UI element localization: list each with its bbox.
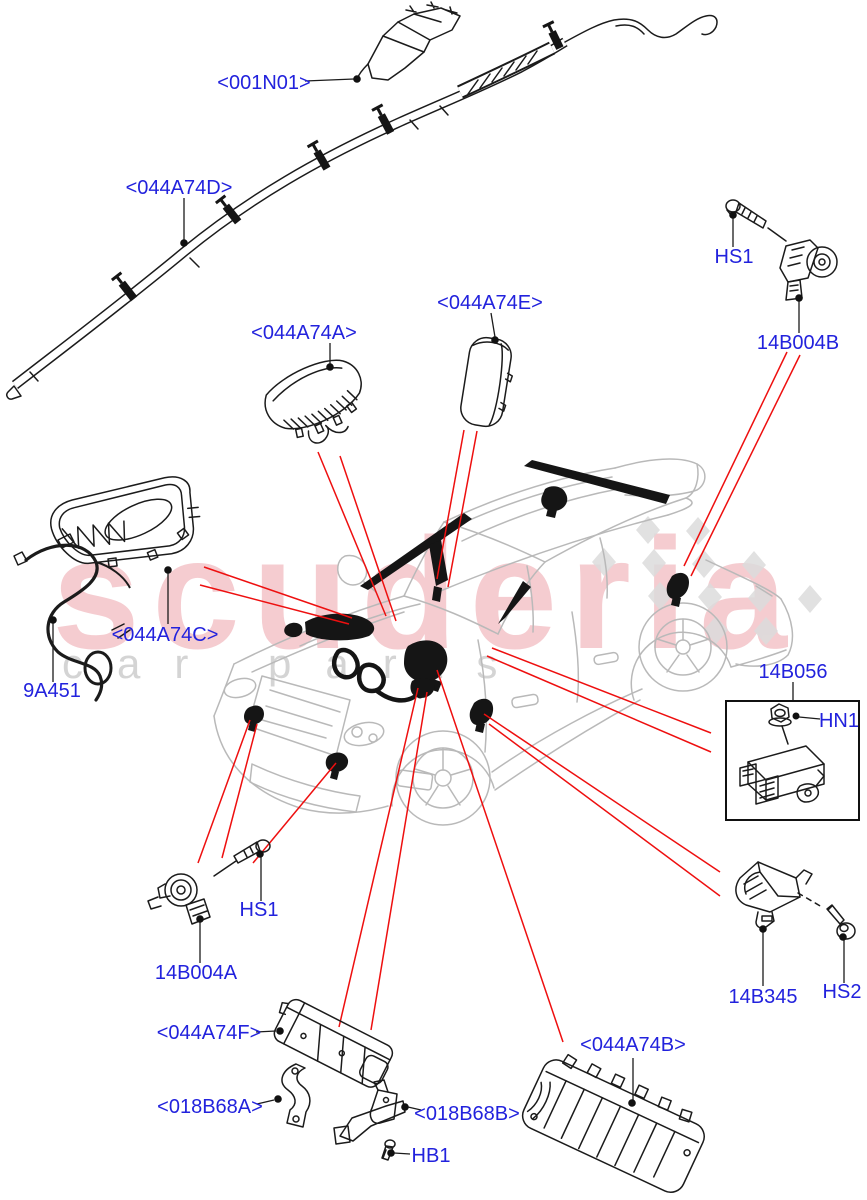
part-label-HB1[interactable]: HB1 bbox=[412, 1145, 451, 1167]
checker-diamond bbox=[648, 582, 672, 610]
clockspring-wiring bbox=[331, 647, 417, 703]
part-label-044A74C[interactable]: <044A74C> bbox=[112, 624, 219, 646]
driver-airbag-drawing bbox=[264, 359, 362, 444]
header-bracket-drawing bbox=[356, 1, 461, 81]
part-label-14B004B[interactable]: 14B004B bbox=[757, 332, 839, 354]
ecu-14b056-drawing bbox=[739, 745, 825, 805]
curtain-clamp bbox=[214, 194, 242, 225]
rear-airbag-drawing bbox=[521, 1053, 705, 1193]
screw-hs2-drawing bbox=[797, 892, 856, 940]
roof-sensor-blob bbox=[541, 486, 568, 518]
nut-hn1-drawing bbox=[768, 703, 792, 745]
part-label-044A74F[interactable]: <044A74F> bbox=[157, 1022, 262, 1044]
checker-diamond bbox=[592, 548, 616, 576]
bracket-018b68b-drawing bbox=[333, 1079, 406, 1145]
cowl-module-blob bbox=[305, 613, 375, 641]
checker-diamond bbox=[742, 551, 766, 579]
part-label-HS1-top[interactable]: HS1 bbox=[715, 246, 754, 268]
part-label-HS1-bot[interactable]: HS1 bbox=[240, 899, 279, 921]
curtain-clamp bbox=[306, 139, 331, 171]
rear-wheel bbox=[638, 602, 728, 692]
passenger-airbag-drawing bbox=[50, 476, 201, 568]
sensor-14b004b-drawing bbox=[779, 239, 838, 301]
cpillar-sensor-blob bbox=[666, 572, 689, 607]
front-wheel bbox=[395, 730, 491, 826]
part-label-14B004A[interactable]: 14B004A bbox=[155, 962, 238, 984]
part-label-14B345[interactable]: 14B345 bbox=[729, 986, 798, 1008]
part-label-9A451[interactable]: 9A451 bbox=[23, 680, 81, 702]
bolt-hs1-bottom-drawing bbox=[213, 839, 271, 877]
far-apillar-strip bbox=[498, 581, 531, 624]
module-box-14b056 bbox=[725, 700, 860, 821]
bolt-hs1-top-drawing bbox=[725, 199, 787, 242]
checker-diamond bbox=[642, 549, 666, 577]
part-labels: <001N01> <044A74D> <044A74A> <044A74E> HS1 14… bbox=[23, 72, 861, 1167]
near-curtain-strip bbox=[360, 513, 472, 590]
watermark-subtitle-text: car parts bbox=[62, 640, 531, 687]
part-label-HN1[interactable]: HN1 bbox=[819, 710, 859, 732]
part-label-14B056[interactable]: 14B056 bbox=[759, 661, 828, 683]
callout-lines bbox=[197, 351, 801, 1043]
part-label-001N01[interactable]: <001N01> bbox=[217, 72, 310, 94]
far-curtain-strip bbox=[524, 460, 670, 504]
checker-diamond bbox=[798, 585, 822, 613]
part-label-044A74D[interactable]: <044A74D> bbox=[126, 177, 233, 199]
checker-diamond bbox=[748, 584, 772, 612]
curtain-clamp bbox=[110, 271, 138, 302]
front-corner-sensor-blob bbox=[244, 705, 264, 732]
part-label-044A74E[interactable]: <044A74E> bbox=[437, 292, 543, 314]
leader-lines bbox=[49, 75, 847, 1157]
checker-diamond bbox=[704, 616, 728, 644]
door-sensor-blob bbox=[410, 677, 435, 698]
curtain-airbag-drawing bbox=[6, 14, 718, 400]
checker-diamond bbox=[754, 617, 778, 645]
curtain-clamp bbox=[371, 103, 395, 135]
bracket-018b68a-drawing bbox=[281, 1063, 311, 1128]
knee-airbag-drawing bbox=[273, 998, 394, 1088]
dash-module-blob bbox=[404, 640, 448, 692]
installed-components bbox=[244, 460, 689, 780]
checker-diamond bbox=[698, 583, 722, 611]
curtain-clamp bbox=[542, 20, 564, 50]
part-label-044A74A[interactable]: <044A74A> bbox=[251, 322, 357, 344]
side-airbag-drawing bbox=[460, 336, 514, 428]
bumper-center-sensor-blob bbox=[325, 752, 349, 780]
part-label-018B68B[interactable]: <018B68B> bbox=[414, 1103, 520, 1125]
part-label-044A74B[interactable]: <044A74B> bbox=[580, 1034, 686, 1056]
part-label-HS2[interactable]: HS2 bbox=[823, 981, 862, 1003]
sensor-14b004a-drawing bbox=[147, 873, 211, 925]
sill-sensor-blob bbox=[469, 698, 494, 733]
part-label-018B68A[interactable]: <018B68A> bbox=[157, 1096, 263, 1118]
checker-diamond bbox=[692, 550, 716, 578]
cowl-small-blob bbox=[284, 622, 303, 638]
bolt-hb1-drawing bbox=[381, 1139, 396, 1161]
checker-diamond bbox=[636, 516, 660, 544]
